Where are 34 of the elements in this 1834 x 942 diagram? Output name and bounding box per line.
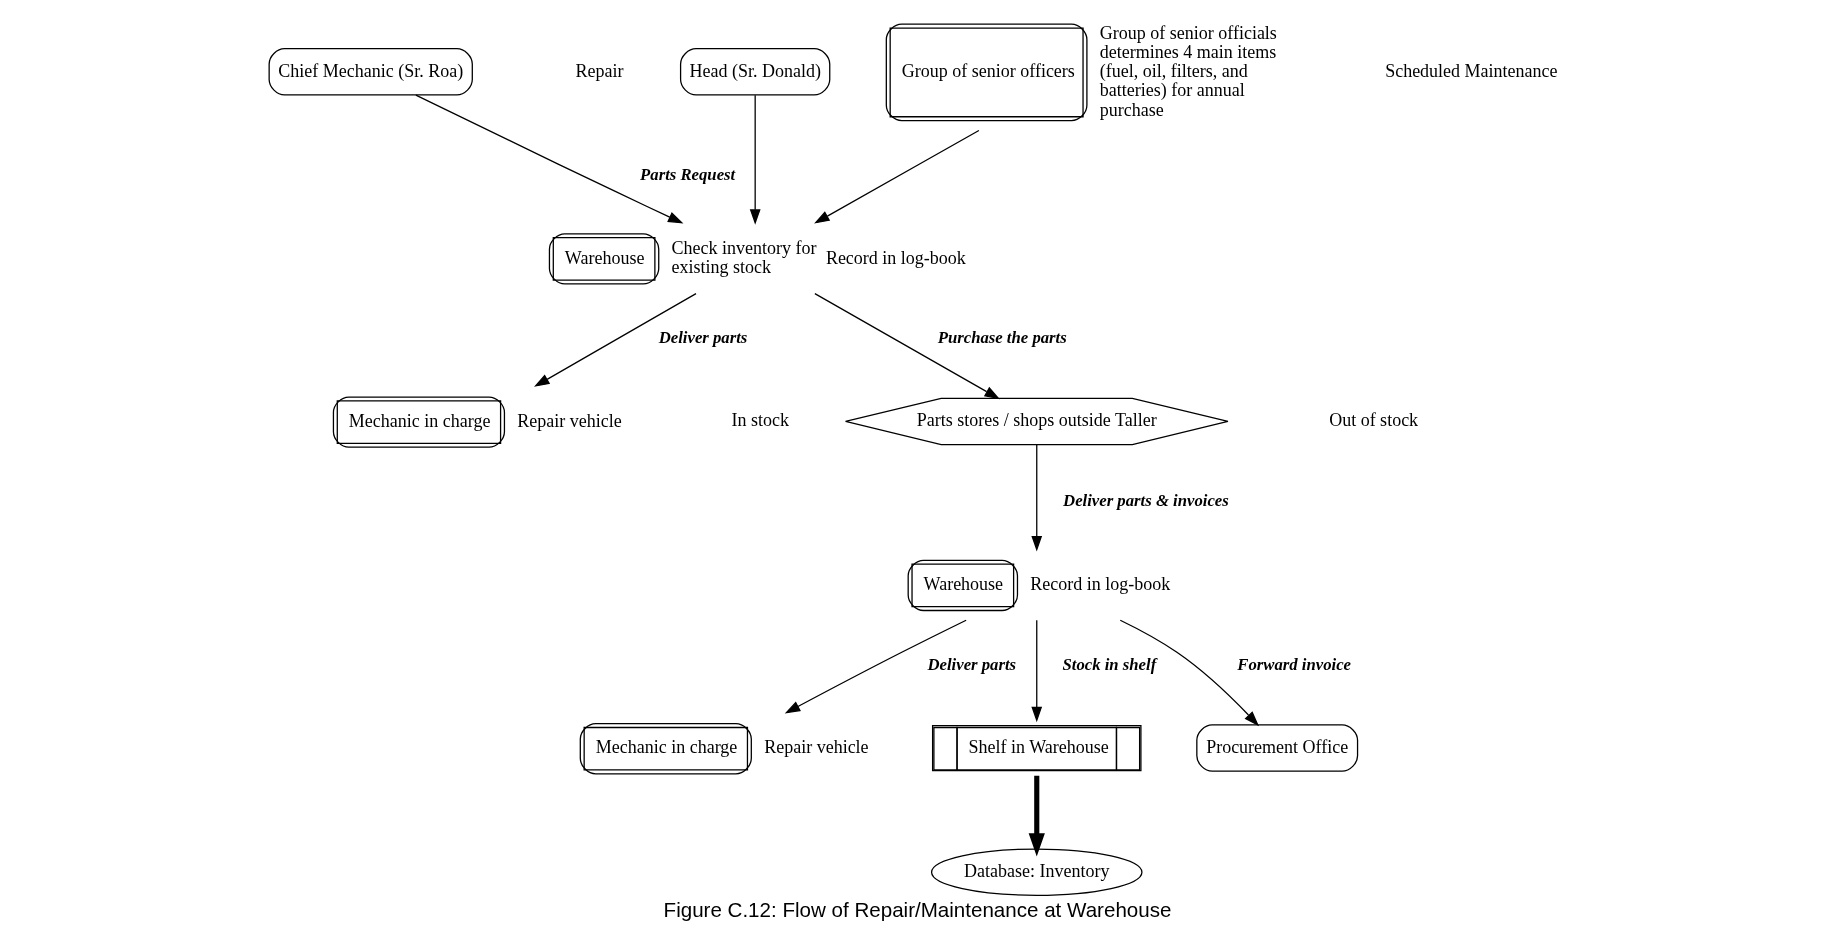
arrow [784,619,967,714]
arrow [533,292,697,387]
node-box: Head (Sr. Donald) [679,47,830,96]
edge-label: Stock in shelf [1061,654,1156,674]
node-box: Chief Mechanic (Sr. Roa) [268,47,473,96]
arrow [1030,619,1042,723]
arrow [749,94,761,225]
edge-label: Deliver parts & invoices [1062,491,1229,511]
arrow [1119,619,1259,727]
arrow [1028,775,1045,857]
node-label: Repair vehicle [763,737,869,758]
label: Repair [575,60,624,81]
node-label: Repair vehicle [516,410,622,431]
node-label: Group of senior officials determines 4 main items (fuel, oil, filters, and batteries) for annual purchase [1099,22,1277,120]
node-box: Procurement Office [1195,724,1358,772]
node-label: Record in log-book [825,247,966,268]
edge-label: Forward invoice [1236,654,1351,674]
edge-label: Deliver parts [926,654,1016,674]
node-label: Record in log-book [1029,574,1170,595]
node-box: Group of senior officers [885,23,1088,122]
edge-label: Purchase the parts [937,327,1067,347]
arrow [813,129,980,224]
edge-label: Parts Request [639,164,735,184]
label: In stock [731,410,789,431]
node-box: Mechanic in charge [332,396,505,448]
arrow [1030,444,1042,552]
edge-label: Deliver parts [658,327,747,347]
node-ellipse: Database: Inventory [930,848,1143,896]
caption: Figure C.12: Flow of Repair/Maintenance at Warehouse [663,897,1171,921]
label: Scheduled Maintenance [1384,60,1558,81]
node-label: Check inventory for existing stock [671,237,817,278]
label: Out of stock [1328,410,1418,431]
arrow [813,292,1000,400]
arrow [414,94,683,224]
